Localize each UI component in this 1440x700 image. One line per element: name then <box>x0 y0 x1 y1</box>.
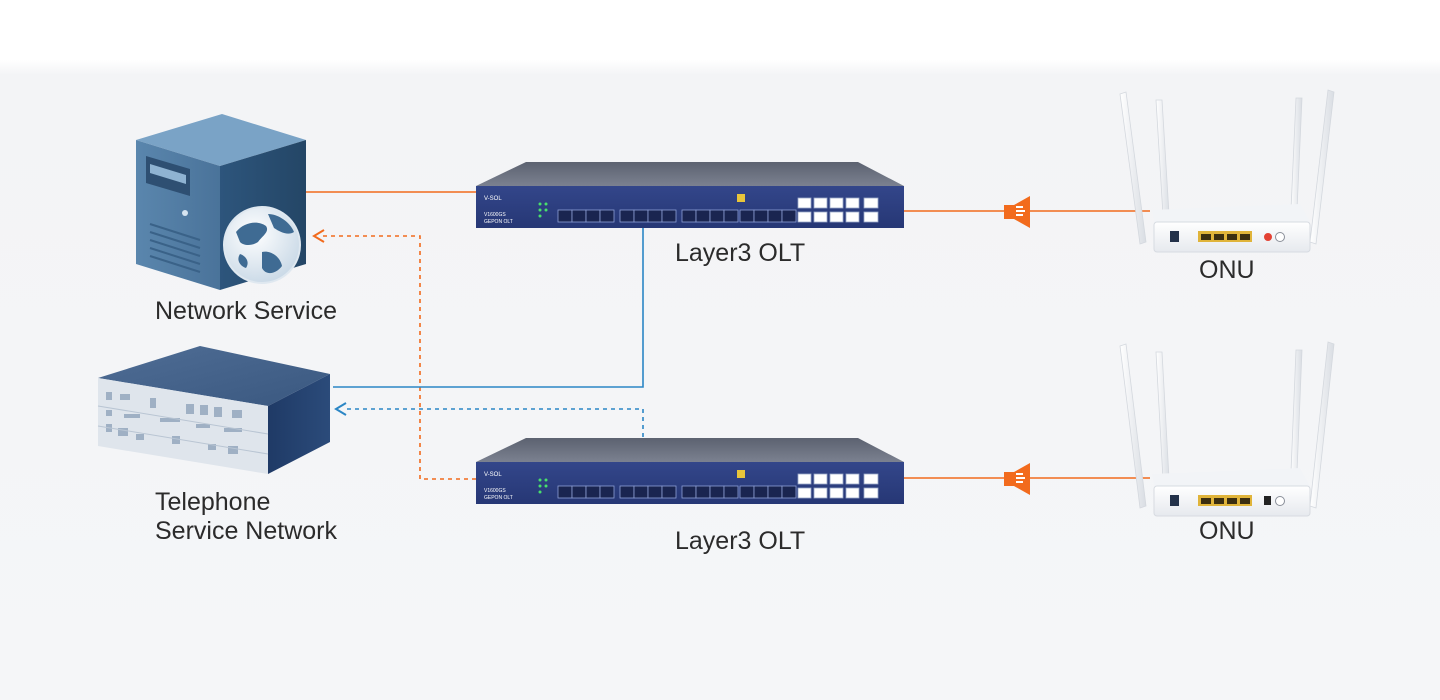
olt-bottom-model: V1600GS <box>484 488 506 494</box>
connections <box>306 191 1150 480</box>
olt-bottom-pon-ports <box>557 485 797 499</box>
splitter-icon <box>1004 196 1030 228</box>
arrow-to-pbx <box>334 402 347 416</box>
olt-switch-icon: V-SOL V1600GS GEPON OLT <box>476 162 904 228</box>
splitter-icon <box>1004 463 1030 495</box>
globe-icon <box>223 206 301 284</box>
olt-top-rj45-ports <box>797 197 879 223</box>
label-network-service: Network Service <box>155 297 337 325</box>
router-icon <box>1119 89 1335 253</box>
olt-top-brand: V-SOL <box>484 196 502 202</box>
label-telephone-line2: Service Network <box>155 517 337 545</box>
olt-top-model: V1600GS <box>484 212 506 218</box>
olt-bottom-brand: V-SOL <box>484 472 502 478</box>
pbx-rack-icon <box>97 346 330 474</box>
link-olt-top-pbx <box>333 228 644 388</box>
label-onu-top: ONU <box>1199 256 1255 284</box>
router-icon <box>1119 341 1335 517</box>
label-onu-bottom: ONU <box>1199 517 1255 545</box>
arrow-to-server <box>312 229 325 243</box>
olt-bottom-rj45-ports <box>797 473 879 499</box>
link-olt-bottom-pbx-dotted <box>346 408 644 437</box>
olt-top-type: GEPON OLT <box>484 219 513 225</box>
label-olt-bottom: Layer3 OLT <box>675 527 806 555</box>
olt-top-pon-ports <box>557 209 797 223</box>
label-telephone-line1: Telephone <box>155 488 271 516</box>
label-olt-top: Layer3 OLT <box>675 239 806 267</box>
link-olt-bottom-server-dotted <box>322 235 476 480</box>
olt-switch-icon: V-SOL V1600GS GEPON OLT <box>476 438 904 504</box>
olt-bottom-type: GEPON OLT <box>484 495 513 501</box>
